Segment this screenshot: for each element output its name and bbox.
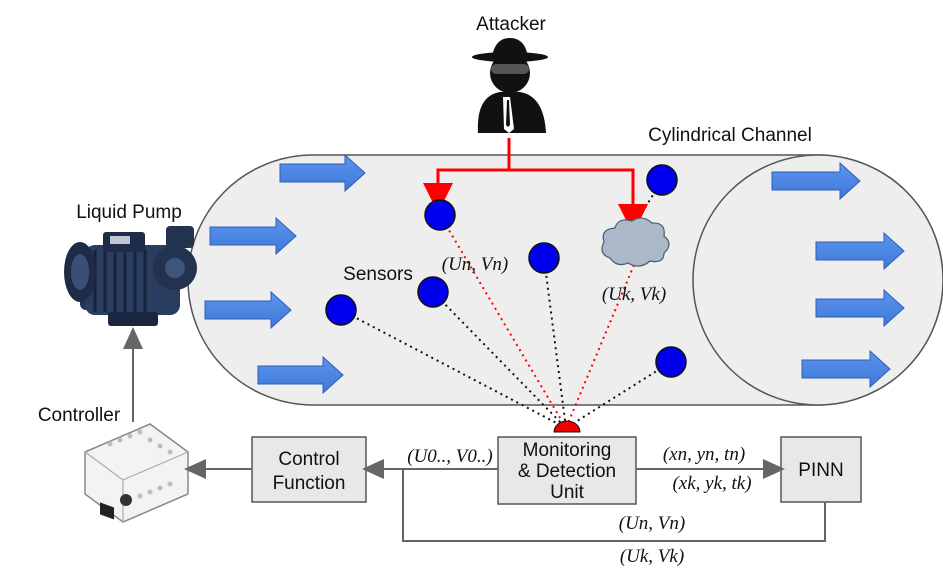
control-function-label-line1: Control bbox=[278, 449, 339, 470]
flow-connections bbox=[184, 459, 826, 542]
flow-arrow bbox=[815, 288, 905, 328]
sensors bbox=[325, 164, 687, 378]
xn-yn-tn-label: (xn, yn, tn) bbox=[663, 444, 745, 465]
channel-end-cap bbox=[692, 154, 943, 406]
pinn-label: PINN bbox=[798, 460, 843, 481]
uk-vk-feedback-label: (Uk, Vk) bbox=[620, 546, 684, 567]
sensor-link bbox=[565, 361, 672, 429]
attacker-label: Attacker bbox=[476, 14, 546, 35]
monitoring-label-line2: & Detection bbox=[518, 461, 616, 482]
flow-arrow bbox=[257, 355, 344, 395]
flow-arrow bbox=[279, 153, 366, 193]
monitoring-detection-box bbox=[497, 436, 637, 505]
sensor-links bbox=[340, 179, 672, 429]
flow-arrows-right bbox=[771, 161, 905, 389]
flow-arrows-left bbox=[204, 153, 366, 395]
control-function-label-line2: Function bbox=[273, 473, 346, 494]
sensor bbox=[655, 346, 687, 378]
monitoring-label-line1: Monitoring bbox=[523, 440, 612, 461]
un-vn-sensor-label: (Un, Vn) bbox=[442, 254, 508, 275]
sensor-link bbox=[432, 291, 567, 429]
pump-label: Liquid Pump bbox=[76, 202, 182, 223]
flow-arrow bbox=[204, 290, 292, 330]
sensor bbox=[417, 276, 449, 308]
flow-arrow bbox=[815, 231, 905, 271]
sensor bbox=[424, 199, 456, 231]
attacker-icon bbox=[472, 38, 548, 133]
sensor-link bbox=[340, 309, 567, 429]
controller-icon bbox=[84, 423, 189, 523]
channel-label: Cylindrical Channel bbox=[648, 125, 812, 146]
un-vn-feedback-label: (Un, Vn) bbox=[619, 513, 685, 534]
u0-v0-label: (U0.., V0..) bbox=[407, 446, 492, 467]
monitoring-hub bbox=[553, 420, 581, 433]
controller-label: Controller bbox=[38, 405, 121, 426]
xk-yk-tk-label: (xk, yk, tk) bbox=[672, 473, 751, 494]
flow-arrow bbox=[771, 161, 861, 201]
flow-arrow bbox=[209, 216, 297, 256]
control-function-box bbox=[251, 436, 367, 503]
attack-cloud-icon bbox=[601, 217, 670, 267]
attack-lines bbox=[423, 138, 648, 234]
pinn-box bbox=[780, 436, 862, 503]
monitoring-label-line3: Unit bbox=[550, 482, 585, 503]
sensor bbox=[325, 294, 357, 326]
liquid-pump-icon bbox=[64, 226, 197, 326]
sensors-label: Sensors bbox=[343, 264, 413, 285]
sensor bbox=[646, 164, 678, 196]
flow-arrow bbox=[801, 349, 891, 389]
sensor-link bbox=[543, 257, 567, 429]
sensor bbox=[528, 242, 560, 274]
uk-vk-sensor-label: (Uk, Vk) bbox=[602, 284, 666, 305]
